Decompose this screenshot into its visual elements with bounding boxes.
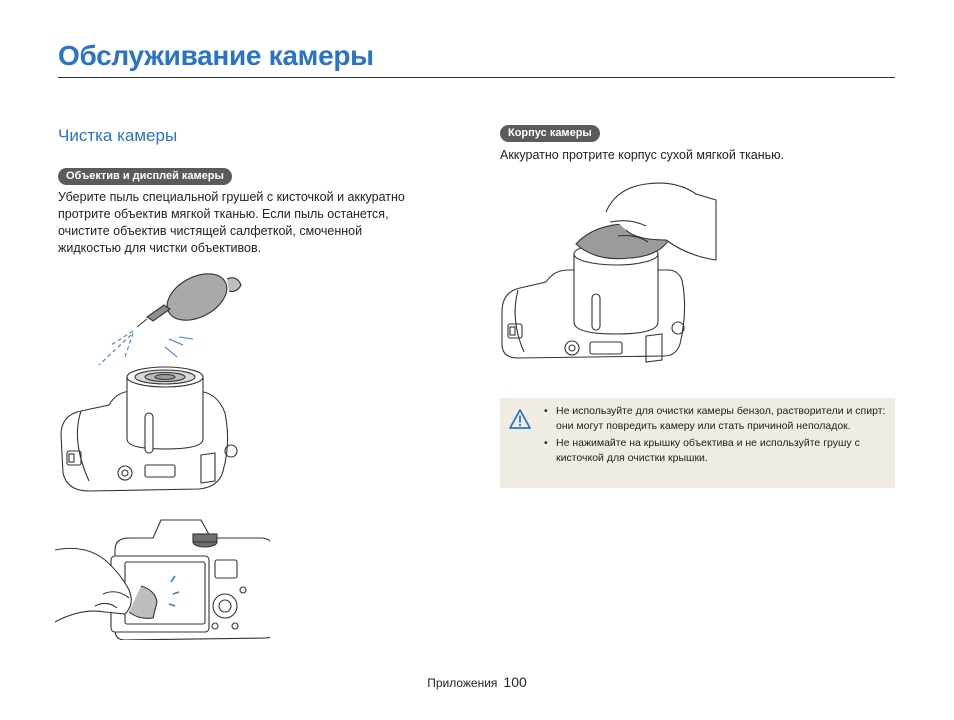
footer-section: Приложения: [427, 676, 498, 690]
page-number: 100: [503, 674, 527, 690]
body-section-text: Аккуратно протрите корпус сухой мягкой т…: [500, 148, 785, 162]
warning-triangle-icon: [509, 409, 531, 429]
blower-cleaning-illustration: [60, 273, 242, 492]
bullet-icon: •: [544, 405, 548, 417]
body-cleaning-illustration: [501, 182, 717, 363]
caution-box: • Не используйте для очистки камеры бензо…: [500, 398, 895, 488]
caution-list: • Не используйте для очистки камеры бензо…: [542, 404, 887, 468]
section-heading: Чистка камеры: [58, 126, 178, 145]
page-footer: Приложения 100: [0, 674, 954, 690]
display-cleaning-illustration: [55, 519, 270, 640]
lens-section-label: Объектив и дисплей камеры: [58, 168, 232, 185]
caution-item: • Не нажимайте на крышку объектива и не и…: [542, 436, 887, 466]
lens-section-text: Уберите пыль специальной грушей с кисточ…: [58, 190, 405, 255]
caution-item-text: Не нажимайте на крышку объектива и не ис…: [556, 437, 860, 464]
page-title: Обслуживание камеры: [58, 40, 374, 71]
title-divider: [58, 77, 895, 78]
bullet-icon: •: [544, 437, 548, 449]
caution-item-text: Не используйте для очистки камеры бензол…: [556, 405, 886, 432]
caution-item: • Не используйте для очистки камеры бензо…: [542, 404, 887, 434]
body-section-label: Корпус камеры: [500, 125, 600, 142]
